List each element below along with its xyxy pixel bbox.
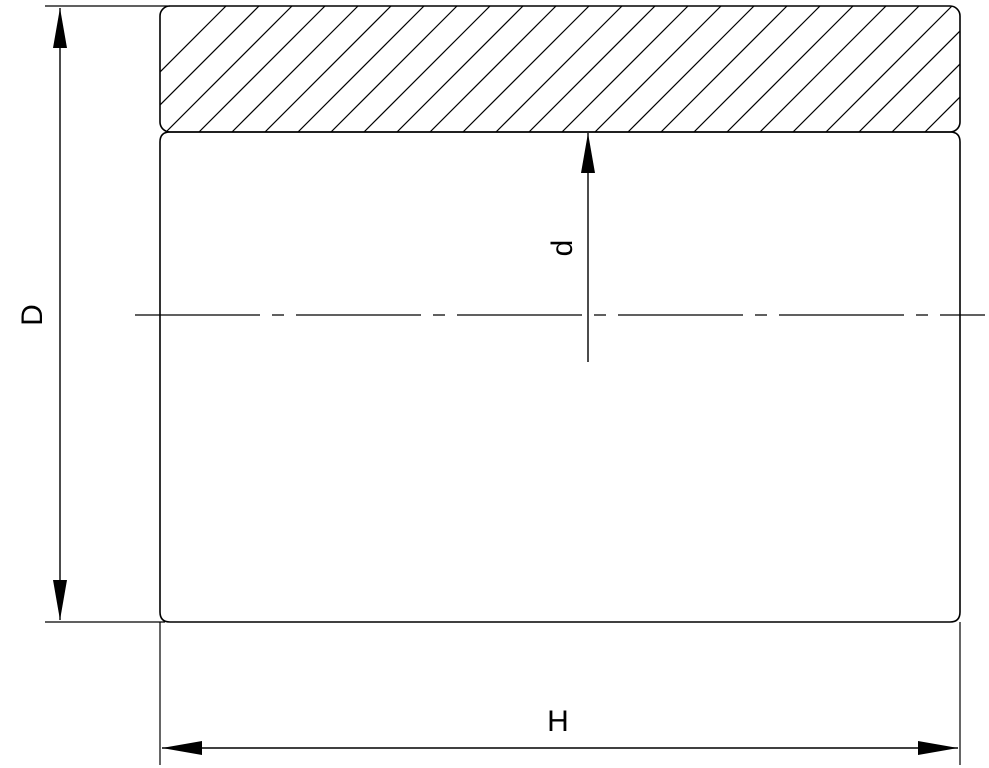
hatch-line — [165, 6, 293, 132]
hatch-line — [330, 6, 458, 132]
hatch-line — [858, 6, 960, 132]
hatch-line — [396, 6, 524, 132]
hatch-line — [561, 6, 689, 132]
dimension-label-length: H — [547, 705, 569, 738]
hatch-line — [957, 6, 960, 132]
dimension-label-inner-diameter: d — [546, 240, 579, 257]
hatch-line — [297, 6, 425, 132]
hatch-line — [627, 6, 755, 132]
hatch-line — [160, 6, 227, 132]
hatch-line — [693, 6, 821, 132]
hatch-line — [759, 6, 887, 132]
hatch-line — [495, 6, 623, 132]
dimension-label-outer-diameter: D — [16, 304, 49, 326]
hatch-line — [264, 6, 392, 132]
hatched-section — [159, 5, 961, 133]
hatch-line — [924, 6, 960, 132]
hatch-line — [160, 6, 260, 132]
hatch-line — [891, 6, 960, 132]
hatch-line — [198, 6, 326, 132]
hatch-line — [429, 6, 557, 132]
hatch-line — [825, 6, 953, 132]
hatch-line — [594, 6, 722, 132]
hatch-line — [660, 6, 788, 132]
hatch-line — [528, 6, 656, 132]
hatch-line — [363, 6, 491, 132]
hatch-line — [792, 6, 920, 132]
hatch-line — [462, 6, 590, 132]
hatch-line — [726, 6, 854, 132]
bushing-outline — [159, 131, 961, 623]
hatch-line — [231, 6, 359, 132]
